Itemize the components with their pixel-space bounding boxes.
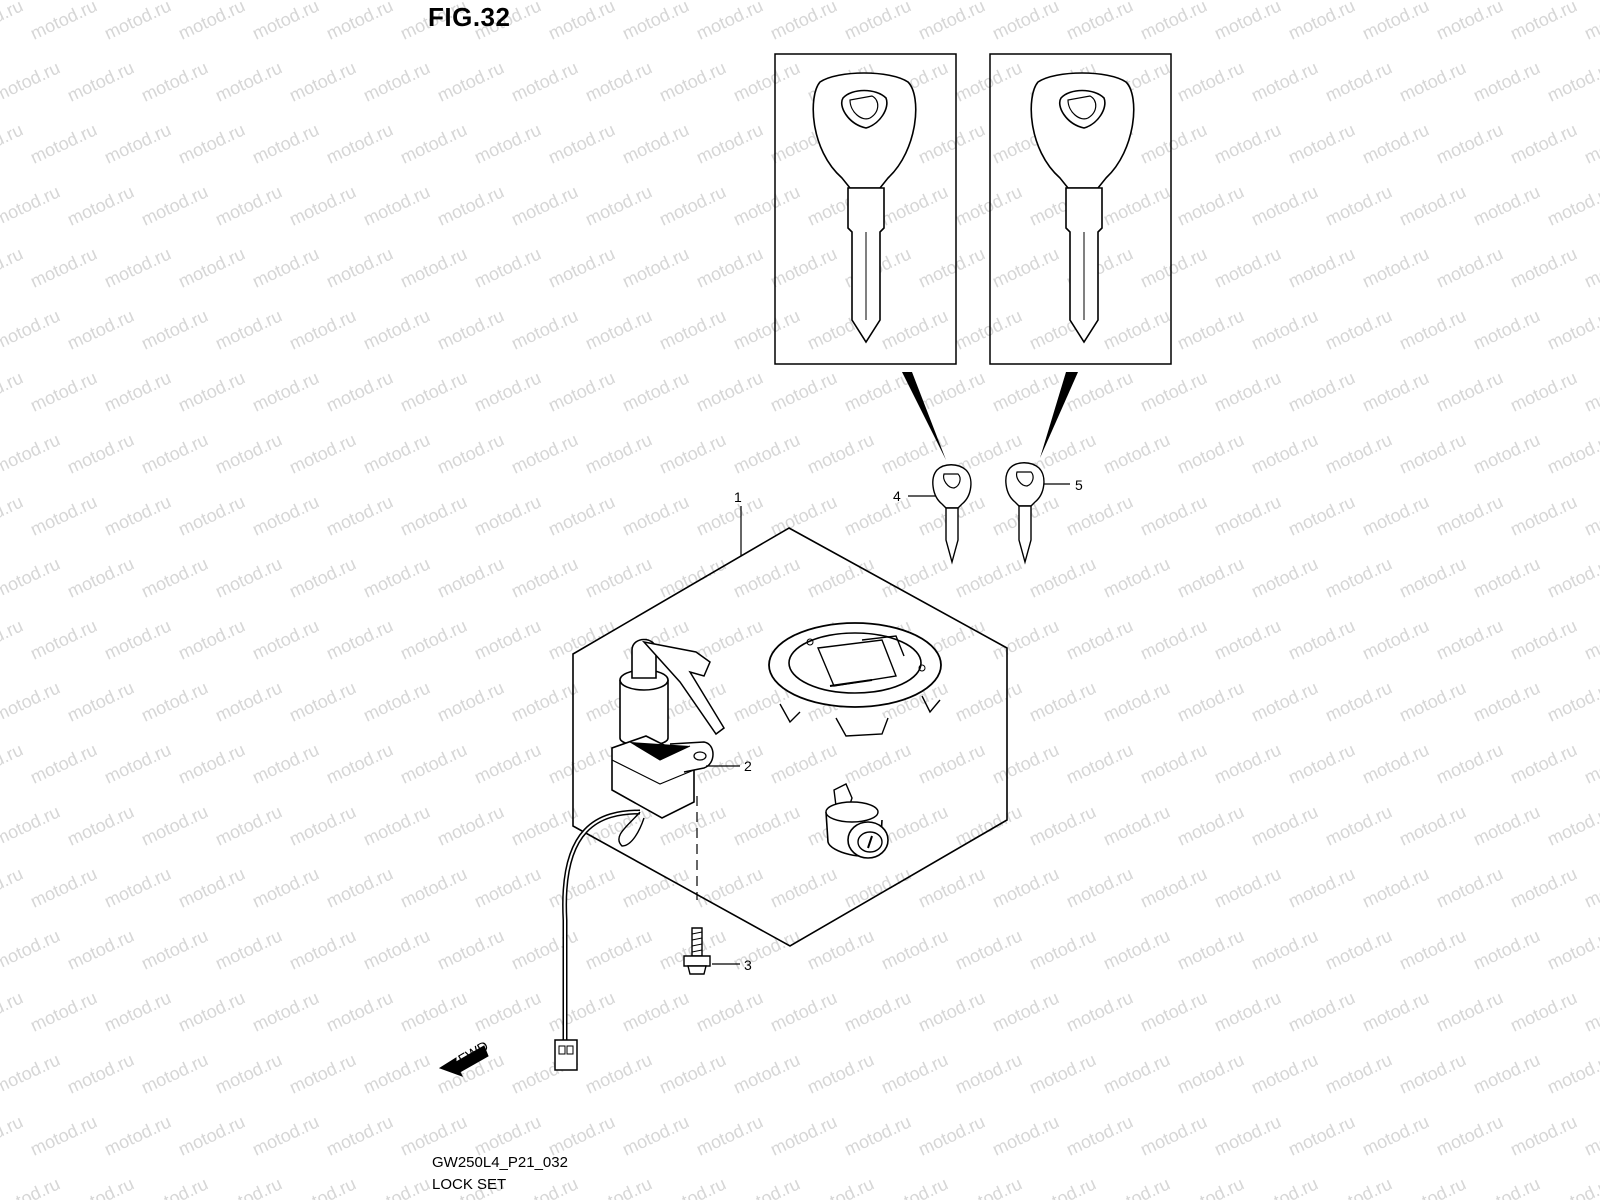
- pointer-wedge-a: [902, 372, 946, 460]
- callout-3: 3: [744, 957, 752, 973]
- key-4: [932, 464, 972, 565]
- callout-2: 2: [744, 758, 752, 774]
- callout-1: 1: [734, 489, 742, 505]
- fuel-cap: [768, 622, 942, 737]
- key-detail-panel-a: [774, 53, 957, 365]
- key-5: [1005, 462, 1045, 565]
- screw: [683, 927, 711, 975]
- lock-set-outline: [572, 527, 1008, 947]
- figure-name: LOCK SET: [432, 1176, 507, 1193]
- callout-5: 5: [1075, 477, 1083, 493]
- figure-title: FIG.32: [428, 2, 511, 32]
- drawing-code: GW250L4_P21_032: [432, 1154, 568, 1171]
- callout-4: 4: [893, 488, 901, 504]
- seat-lock: [825, 783, 889, 859]
- ignition-switch: [554, 638, 725, 1071]
- key-detail-panel-b: [989, 53, 1172, 365]
- fwd-arrow: FWD: [438, 1038, 491, 1077]
- pointer-wedge-b: [1040, 372, 1078, 458]
